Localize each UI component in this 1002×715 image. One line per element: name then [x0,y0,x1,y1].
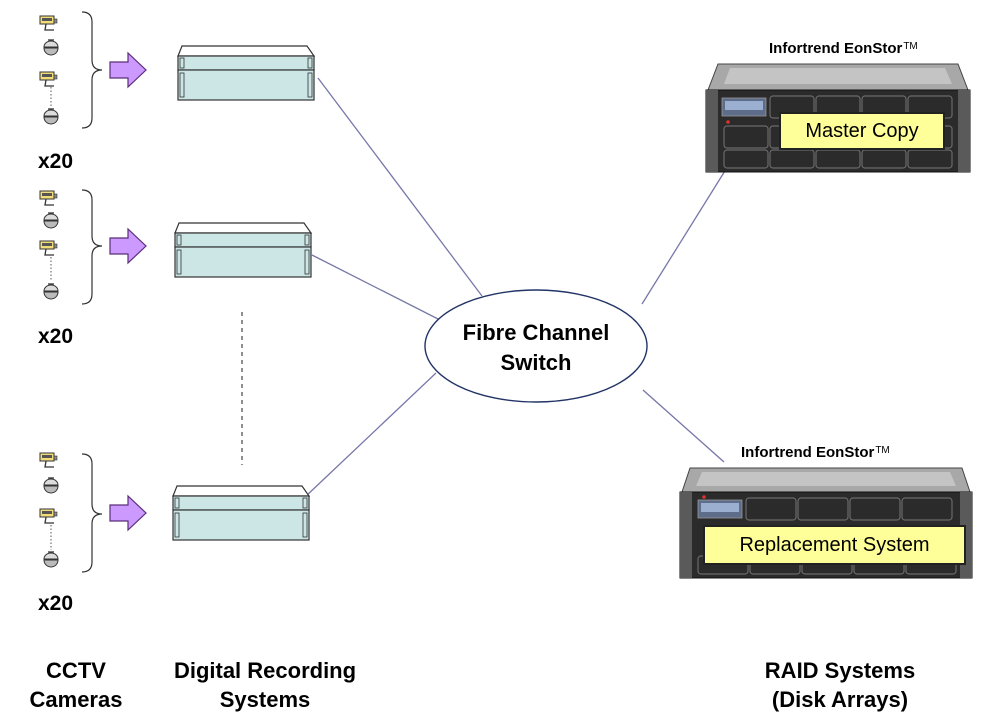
label-digital-recording-line1: Digital Recording [173,658,357,683]
link-recorder-1 [317,77,483,297]
raid-brand-1-text: Infortrend EonStor [769,40,903,57]
switch-label-line2: Switch [500,350,572,375]
box-camera-icon [39,15,58,31]
label-cctv-cameras: CCTV Cameras [10,656,142,714]
label-raid-systems-line1: RAID Systems [764,658,916,683]
digital-recorder-1 [177,45,315,101]
raid-brand-2: Infortrend EonStorTM [741,444,890,461]
dome-camera-icon [43,477,59,494]
camera-group-1 [39,11,147,129]
link-recorder-3 [304,372,437,498]
dome-camera-icon [43,212,59,229]
label-raid-systems-line2: (Disk Arrays) [771,687,909,712]
raid-brand-2-tm: TM [875,445,890,456]
raid-label-master-copy: Master Copy [779,112,945,150]
right-arrow-icon [109,52,147,88]
camera-count-2: x20 [38,325,74,348]
camera-count-3: x20 [38,592,74,615]
camera-count-1: x20 [38,150,74,173]
camera-group-3 [39,452,147,573]
digital-recorder-3 [172,485,310,541]
group-brace-icon [81,189,103,305]
connection-lines [241,77,734,498]
dome-camera-icon [43,283,59,300]
raid-brand-1: Infortrend EonStorTM [769,40,918,57]
raid-label-replacement-system: Replacement System [703,525,966,565]
box-camera-icon [39,190,58,206]
fibre-channel-switch [424,289,648,403]
digital-recorder-2 [174,222,312,278]
link-recorder-2 [311,254,441,321]
right-arrow-icon [109,495,147,531]
switch-label: Fibre Channel Switch [436,318,636,378]
link-raid-1 [641,157,734,305]
label-cctv-cameras-line1: CCTV [46,658,106,683]
dome-camera-icon [43,108,59,125]
dome-camera-icon [43,551,59,568]
link-raid-2 [642,389,725,463]
group-brace-icon [81,11,103,129]
switch-label-line1: Fibre Channel [462,320,610,345]
box-camera-icon [39,71,58,87]
camera-group-2 [39,189,147,305]
dome-camera-icon [43,39,59,56]
label-digital-recording-systems: Digital Recording Systems [134,656,396,714]
label-digital-recording-line2: Systems [219,687,311,712]
label-cctv-cameras-line2: Cameras [29,687,123,712]
label-raid-systems: RAID Systems (Disk Arrays) [722,656,958,714]
raid-brand-2-text: Infortrend EonStor [741,444,875,461]
box-camera-icon [39,508,58,524]
box-camera-icon [39,452,58,468]
box-camera-icon [39,240,58,256]
right-arrow-icon [109,228,147,264]
raid-brand-1-tm: TM [903,41,918,52]
group-brace-icon [81,453,103,573]
